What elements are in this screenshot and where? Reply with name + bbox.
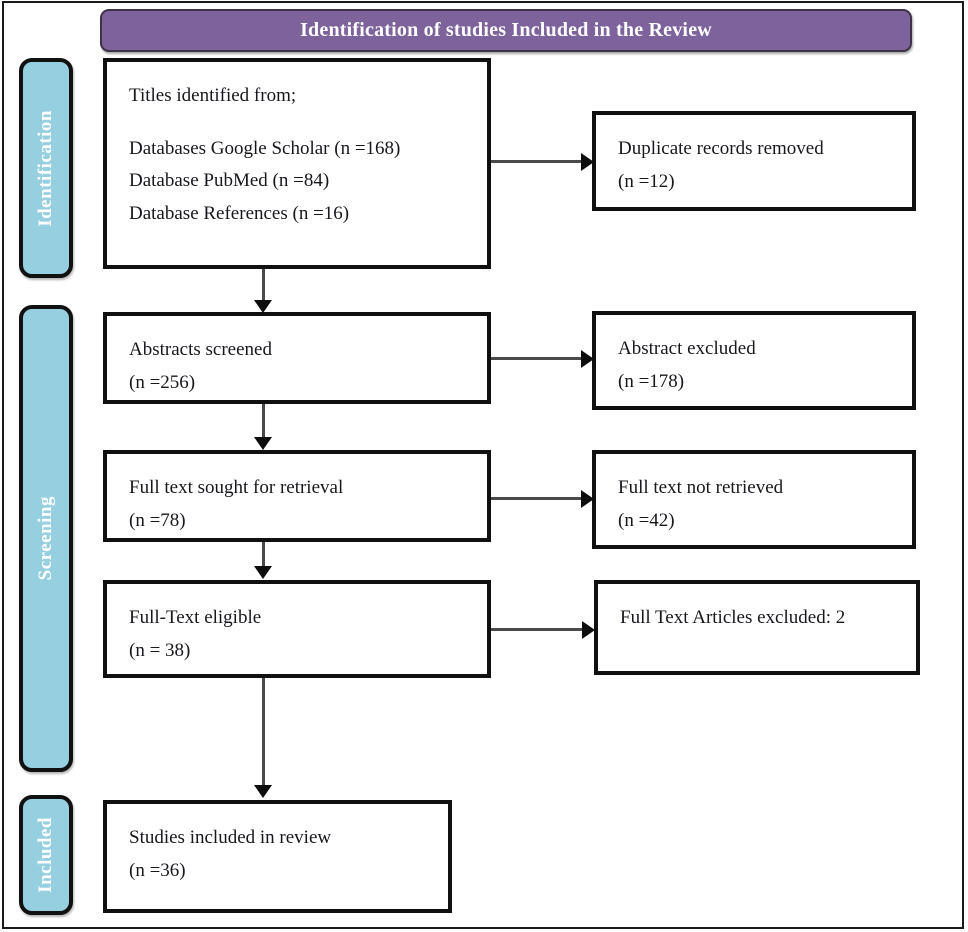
stage-label-identification: Identification [19,58,73,278]
box-titles-identified-line-1: Titles identified from; [129,85,297,106]
stage-label-identification-text: Identification [35,109,56,227]
box-fulltext-not-retrieved-line-1: Full text not retrieved [618,477,784,498]
box-fulltext-not-retrieved-line-2: (n =42) [618,509,675,531]
box-abstract-excluded-line-2: (n =178) [618,370,685,392]
box-titles-identified-line-2: Databases Google Scholar (n =168) [129,137,401,159]
box-fulltext-eligible: Full-Text eligible (n = 38) [103,580,491,678]
box-abstract-excluded: Abstract excluded (n =178) [592,311,916,410]
box-titles-identified-line-4: Database References (n =16) [129,203,350,225]
diagram-title: Identification of studies Included in th… [300,19,712,41]
box-abstracts-screened: Abstracts screened (n =256) [103,312,491,404]
diagram-title-banner: Identification of studies Included in th… [100,9,912,52]
box-abstracts-screened-line-1: Abstracts screened [129,339,272,360]
box-fulltext-eligible-line-2: (n = 38) [129,639,191,661]
stage-label-screening-text: Screening [35,496,56,581]
box-duplicate-records-removed-line-2: (n =12) [618,170,675,192]
box-duplicate-records-removed-line-1: Duplicate records removed [618,138,824,159]
box-studies-included-line-2: (n =36) [129,859,186,881]
stage-label-included: Included [19,795,73,915]
box-fulltext-articles-excluded: Full Text Articles excluded: 2 [594,580,920,675]
box-fulltext-sought-line-2: (n =78) [129,509,186,531]
box-titles-identified-line-3: Database PubMed (n =84) [129,170,330,192]
box-duplicate-records-removed: Duplicate records removed (n =12) [592,111,916,211]
box-fulltext-not-retrieved: Full text not retrieved (n =42) [592,450,916,549]
box-fulltext-sought-line-1: Full text sought for retrieval [129,477,344,498]
stage-label-included-text: Included [35,817,56,893]
box-studies-included: Studies included in review (n =36) [103,800,452,913]
box-abstract-excluded-line-1: Abstract excluded [618,338,756,359]
box-abstracts-screened-line-2: (n =256) [129,371,196,393]
stage-label-screening: Screening [19,305,73,772]
box-fulltext-eligible-line-1: Full-Text eligible [129,607,262,628]
box-studies-included-line-1: Studies included in review [129,827,332,848]
box-titles-identified: Titles identified from; Databases Google… [103,58,491,269]
box-fulltext-sought: Full text sought for retrieval (n =78) [103,450,491,542]
box-fulltext-articles-excluded-line-1: Full Text Articles excluded: 2 [620,607,846,628]
